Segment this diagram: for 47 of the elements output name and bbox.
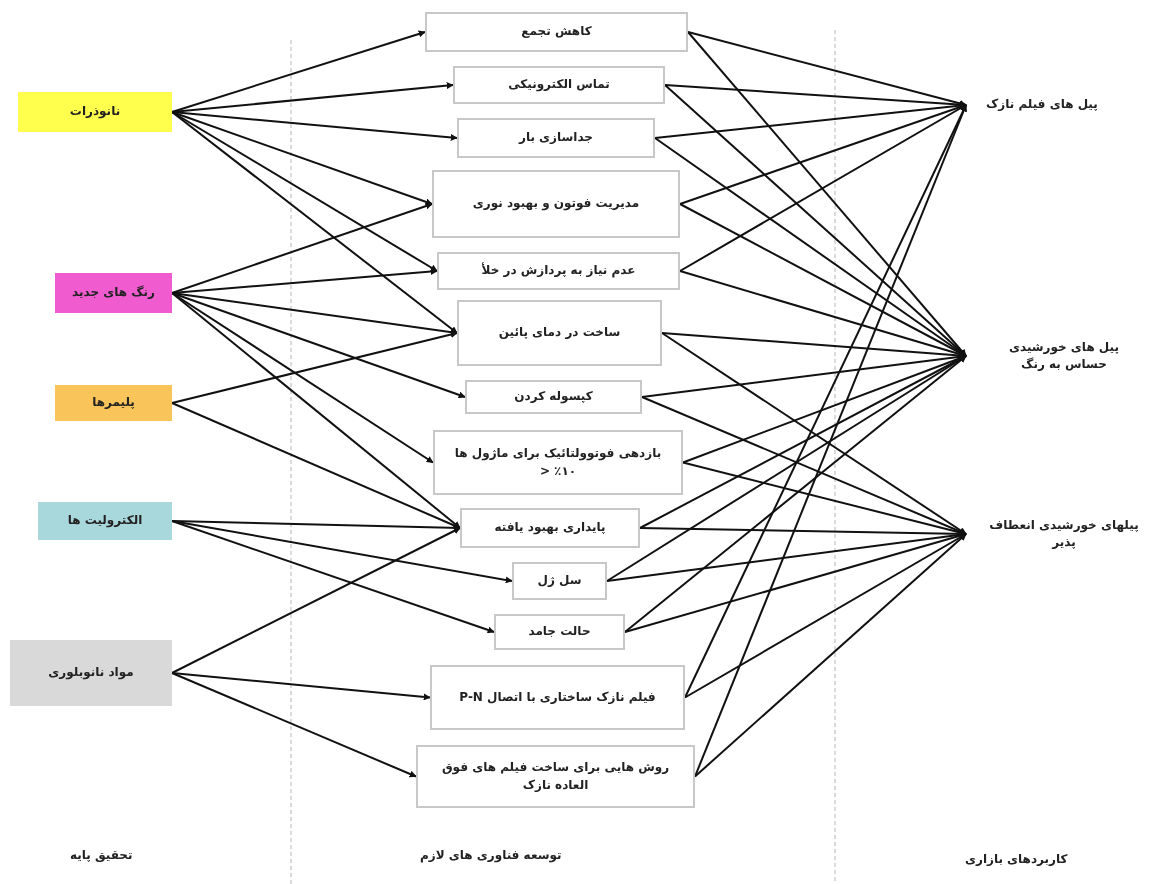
category-box: مواد نانوبلوری xyxy=(10,640,172,706)
arrow xyxy=(679,104,967,272)
arrow xyxy=(171,292,461,529)
arrow xyxy=(682,354,967,464)
application-label: پیلهای خورشیدی انعطاف پذیر xyxy=(966,508,1146,560)
arrow xyxy=(679,103,967,205)
process-box: جداسازی بار xyxy=(457,118,655,158)
process-box: کپسوله کردن xyxy=(465,380,642,414)
arrow xyxy=(171,672,431,701)
arrow xyxy=(694,533,967,778)
arrow xyxy=(682,461,967,536)
column-heading: کاربردهای بازاری xyxy=(965,852,1068,866)
arrow xyxy=(171,520,495,634)
arrow xyxy=(661,332,967,535)
process-box: عدم نیاز به پردازش در خلأ xyxy=(437,252,680,290)
process-box: روش هایی برای ساخت فیلم های فوق العاده نازک xyxy=(416,745,695,808)
arrow xyxy=(171,672,417,778)
process-box: ساخت در دمای پائین xyxy=(457,300,662,366)
arrow xyxy=(171,520,513,584)
arrow xyxy=(639,527,967,538)
process-box: مدیریت فوتون و بهبود نوری xyxy=(432,170,680,238)
arrow xyxy=(679,203,967,357)
process-box: کاهش تجمع xyxy=(425,12,688,52)
arrow xyxy=(171,30,426,113)
arrow xyxy=(171,331,458,404)
arrow xyxy=(171,527,461,674)
arrow xyxy=(687,31,967,357)
category-box: نانوذرات xyxy=(18,92,172,132)
category-box: پلیمرها xyxy=(55,385,172,421)
category-box: رنگ های جدید xyxy=(55,273,172,313)
process-box: پایداری بهبود یافته xyxy=(460,508,640,548)
process-box: حالت جامد xyxy=(494,614,625,650)
arrow xyxy=(687,31,967,107)
arrow xyxy=(624,532,967,633)
process-box: سل ژل xyxy=(512,562,607,600)
arrow xyxy=(171,202,433,294)
column-heading: توسعه فناوری های لازم xyxy=(420,848,562,862)
column-heading: تحقیق پایه xyxy=(70,848,133,862)
arrow xyxy=(654,137,967,357)
arrow xyxy=(171,111,458,334)
application-label: پیل های خورشیدی حساس به رنگ xyxy=(966,330,1146,382)
process-box: بازدهی فوتوولتائیک برای ماژول ها ۱۰٪ < xyxy=(433,430,683,495)
category-box: الکترولیت ها xyxy=(38,502,172,540)
process-box: فیلم نازک ساختاری با اتصال P-N xyxy=(430,665,685,730)
process-box: تماس الکترونیکی xyxy=(453,66,665,104)
arrow xyxy=(624,355,967,633)
application-label: پیل های فیلم نازک xyxy=(966,88,1146,122)
